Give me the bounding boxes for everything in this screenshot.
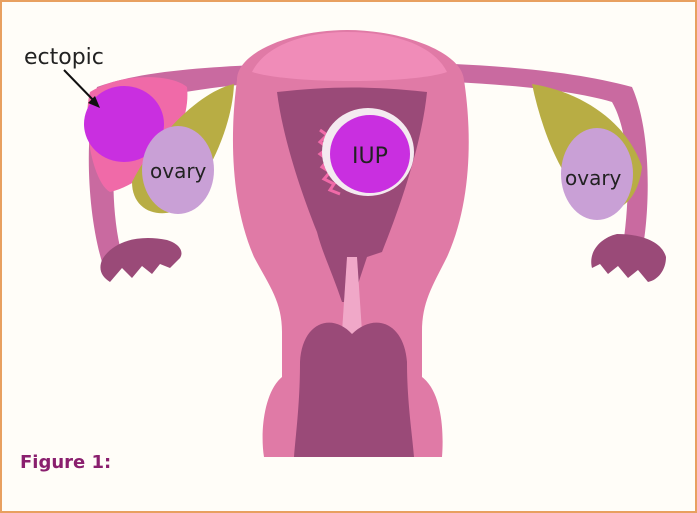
ectopic-label: ectopic xyxy=(24,45,104,70)
ectopic-arrow xyxy=(64,70,97,104)
uterine-fundus xyxy=(252,32,447,81)
iup-label: IUP xyxy=(352,144,388,169)
figure-caption: Figure 1: xyxy=(20,452,111,473)
right-fimbriae xyxy=(591,234,666,282)
vagina xyxy=(294,323,414,457)
right-ovary-label: ovary xyxy=(565,166,622,190)
left-ovary-label: ovary xyxy=(150,159,207,183)
